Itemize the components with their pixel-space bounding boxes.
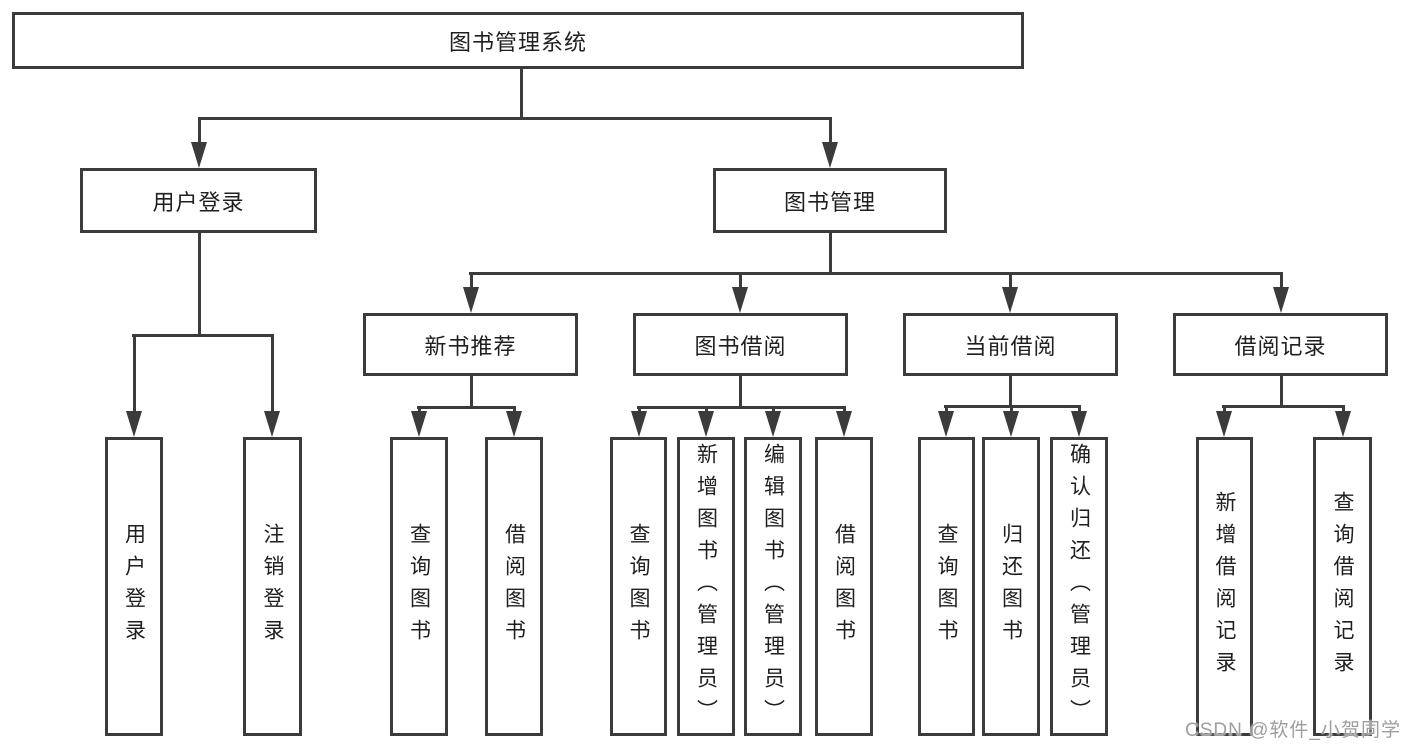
- node-leaf-cb-query-label: 查询图书: [935, 522, 958, 651]
- tree-connector-line: [198, 233, 201, 337]
- node-borrow-records: 借阅记录: [1173, 313, 1388, 376]
- tree-connector-line: [843, 406, 846, 414]
- arrow-down-icon: [126, 411, 142, 437]
- node-leaf-cb-query: 查询图书: [918, 437, 975, 736]
- arrow-down-icon: [1335, 411, 1351, 437]
- tree-connector-line: [1342, 405, 1345, 414]
- node-book-borrow-label: 图书借阅: [694, 333, 787, 359]
- tree-connector-line: [739, 376, 742, 409]
- node-leaf-nb-query-label: 查询图书: [407, 522, 431, 651]
- arrow-down-icon: [836, 411, 852, 437]
- node-borrow-records-label: 借阅记录: [1234, 333, 1327, 359]
- arrow-down-icon: [1216, 411, 1232, 437]
- arrow-down-icon: [631, 411, 647, 437]
- node-leaf-cb-return: 归还图书: [982, 437, 1040, 736]
- arrow-down-icon: [732, 287, 748, 313]
- node-new-book-rec: 新书推荐: [363, 313, 578, 376]
- node-current-borrow: 当前借阅: [903, 313, 1118, 376]
- watermark: CSDN @软件_小贺同学: [1185, 720, 1401, 741]
- tree-connector-line: [418, 406, 421, 414]
- arrow-down-icon: [264, 411, 280, 437]
- tree-connector-line: [470, 272, 473, 290]
- node-leaf-br-query: 查询借阅记录: [1313, 437, 1372, 736]
- tree-connector-line: [417, 406, 516, 409]
- tree-connector-line: [520, 69, 523, 118]
- node-leaf-bb-edit-label: 编辑图书（管理员）: [761, 442, 785, 731]
- arrow-down-icon: [1003, 411, 1019, 437]
- tree-connector-line: [772, 406, 775, 414]
- tree-connector-line: [133, 334, 136, 413]
- arrow-down-icon: [1273, 287, 1289, 313]
- tree-connector-line: [829, 233, 832, 275]
- tree-connector-line: [1223, 405, 1226, 414]
- tree-connector-line: [132, 334, 274, 337]
- arrow-down-icon: [463, 287, 479, 313]
- node-root-label: 图书管理系统: [448, 29, 587, 55]
- node-leaf-bb-add-label: 新增图书（管理员）: [694, 442, 718, 731]
- node-new-book-rec-label: 新书推荐: [424, 333, 517, 359]
- node-book-mgmt: 图书管理: [713, 168, 947, 233]
- tree-connector-line: [1009, 376, 1012, 408]
- tree-connector-line: [1078, 405, 1081, 414]
- node-book-mgmt-label: 图书管理: [783, 189, 876, 215]
- tree-connector-line: [637, 406, 846, 409]
- arrow-down-icon: [191, 142, 207, 168]
- tree-connector-line: [198, 117, 201, 145]
- tree-connector-line: [638, 406, 641, 414]
- node-leaf-cb-confirm: 确认归还（管理员）: [1050, 437, 1108, 736]
- node-leaf-br-add: 新增借阅记录: [1196, 437, 1253, 736]
- node-leaf-cb-return-label: 归还图书: [999, 522, 1023, 651]
- node-leaf-cb-confirm-label: 确认归还（管理员）: [1067, 442, 1091, 731]
- tree-connector-line: [271, 334, 274, 413]
- tree-connector-line: [470, 376, 473, 409]
- arrow-down-icon: [698, 411, 714, 437]
- node-leaf-nb-query: 查询图书: [390, 437, 448, 736]
- node-user-login: 用户登录: [80, 168, 317, 233]
- node-leaf-br-query-label: 查询借阅记录: [1331, 490, 1354, 683]
- node-leaf-bb-edit: 编辑图书（管理员）: [744, 437, 802, 736]
- node-leaf-bb-borrow: 借阅图书: [815, 437, 873, 736]
- tree-connector-line: [469, 272, 1283, 275]
- arrow-down-icon: [506, 411, 522, 437]
- arrow-down-icon: [1002, 287, 1018, 313]
- node-user-login-label: 用户登录: [152, 189, 245, 215]
- tree-connector-line: [198, 117, 832, 120]
- tree-connector-line: [1010, 405, 1013, 414]
- arrow-down-icon: [822, 142, 838, 168]
- tree-connector-line: [739, 272, 742, 290]
- node-leaf-bb-query: 查询图书: [610, 437, 667, 736]
- node-leaf-bb-add: 新增图书（管理员）: [677, 437, 735, 736]
- node-current-borrow-label: 当前借阅: [964, 333, 1057, 359]
- node-book-borrow: 图书借阅: [633, 313, 848, 376]
- tree-connector-line: [1280, 376, 1283, 408]
- node-leaf-nb-borrow-label: 借阅图书: [502, 522, 526, 651]
- node-leaf-bb-borrow-label: 借阅图书: [832, 522, 856, 651]
- node-leaf-br-add-label: 新增借阅记录: [1213, 490, 1236, 683]
- node-leaf-logout: 注销登录: [243, 437, 302, 736]
- tree-connector-line: [1009, 272, 1012, 290]
- arrow-down-icon: [765, 411, 781, 437]
- tree-connector-line: [1222, 405, 1345, 408]
- tree-connector-line: [1280, 272, 1283, 290]
- node-root: 图书管理系统: [12, 12, 1024, 69]
- node-leaf-user-login: 用户登录: [105, 437, 163, 736]
- node-leaf-logout-label: 注销登录: [261, 522, 284, 651]
- tree-connector-line: [829, 117, 832, 145]
- tree-connector-line: [945, 405, 948, 414]
- node-leaf-nb-borrow: 借阅图书: [485, 437, 543, 736]
- node-leaf-bb-query-label: 查询图书: [627, 522, 650, 651]
- arrow-down-icon: [411, 411, 427, 437]
- tree-connector-line: [513, 406, 516, 414]
- tree-connector-line: [705, 406, 708, 414]
- arrow-down-icon: [938, 411, 954, 437]
- arrow-down-icon: [1071, 411, 1087, 437]
- node-leaf-user-login-label: 用户登录: [122, 522, 146, 651]
